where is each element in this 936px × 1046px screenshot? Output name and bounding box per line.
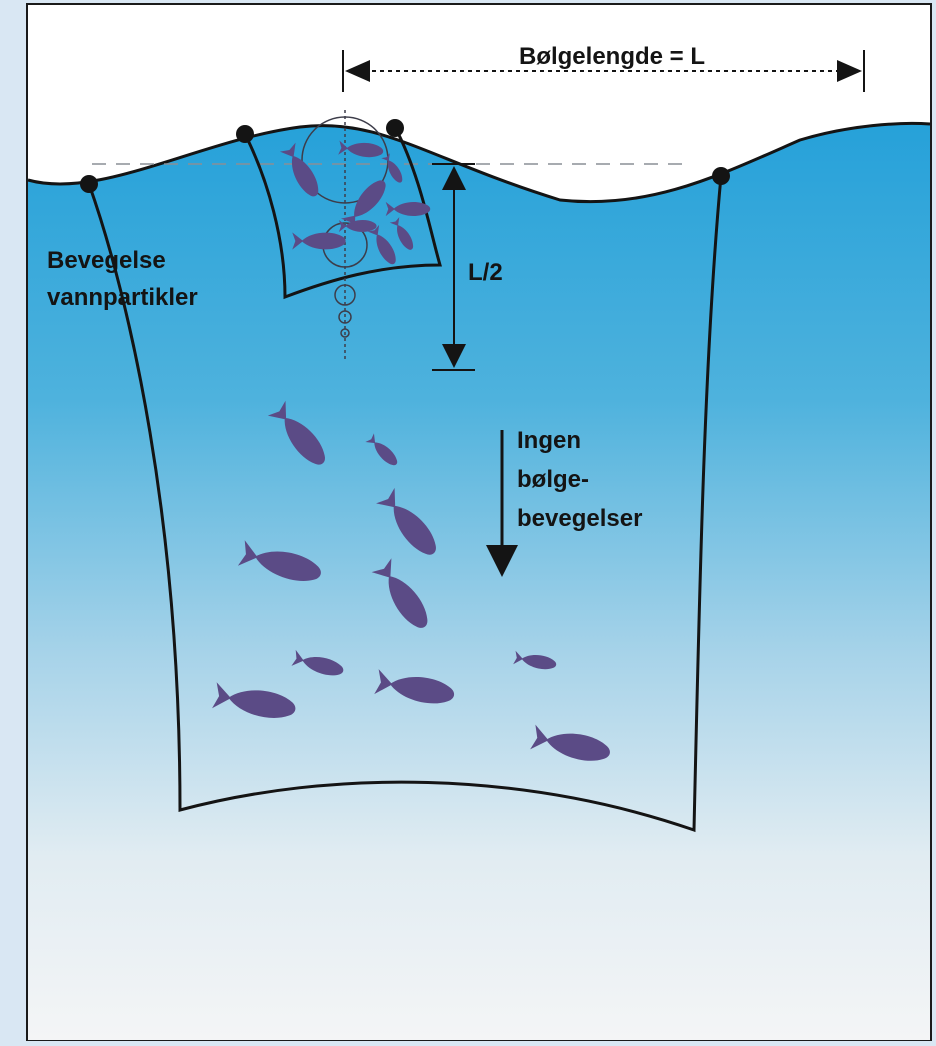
wavelength-label: Bølgelengde = L: [519, 43, 705, 70]
buoy-dot-small-left: [236, 125, 254, 143]
no-wave-label-line2: bølge-: [517, 466, 589, 493]
buoy-dot-right: [712, 167, 730, 185]
no-wave-label-line1: Ingen: [517, 427, 581, 454]
buoy-dot-small-right: [386, 119, 404, 137]
buoy-dot-left: [80, 175, 98, 193]
particle-motion-label-line2: vannpartikler: [47, 284, 198, 311]
half-wavelength-label: L/2: [468, 259, 503, 286]
no-wave-label-line3: bevegelser: [517, 505, 642, 532]
particle-motion-label-line1: Bevegelse: [47, 247, 166, 274]
